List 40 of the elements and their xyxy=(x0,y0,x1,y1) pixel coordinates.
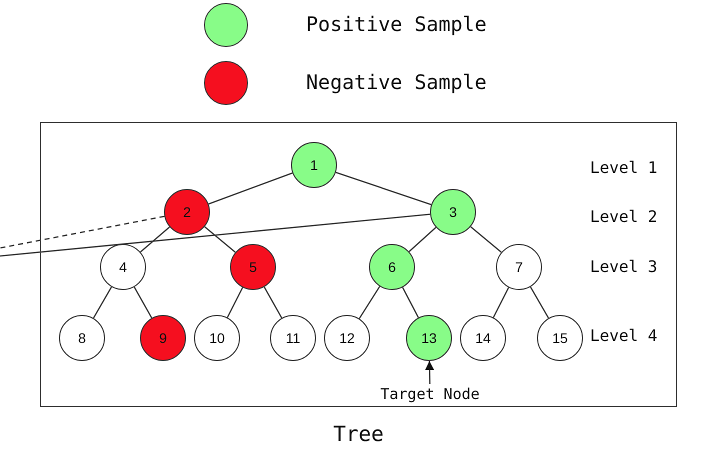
connector-line xyxy=(408,226,436,252)
tree-caption: Tree xyxy=(332,422,385,446)
legend-label: Negative Sample xyxy=(306,70,487,94)
tree-node-circle: 6 xyxy=(369,244,415,290)
connector-line xyxy=(358,286,380,319)
level-label: Level 2 xyxy=(590,207,658,226)
connector-line xyxy=(226,287,244,318)
tree-node-circle: 11 xyxy=(270,315,316,361)
connector-line xyxy=(492,287,510,318)
connector-line xyxy=(0,214,430,257)
tree-node-circle: 12 xyxy=(324,315,370,361)
tree-node-circle: 10 xyxy=(194,315,240,361)
level-label: Level 3 xyxy=(590,257,658,276)
connector-line xyxy=(140,226,170,252)
legend-label: Positive Sample xyxy=(306,12,487,36)
tree-node-circle: 3 xyxy=(430,189,476,235)
connector-line xyxy=(530,286,550,318)
tree-node-circle: 15 xyxy=(537,315,583,361)
connector-line xyxy=(134,286,152,318)
tree-node-circle: 4 xyxy=(100,244,146,290)
connector-line xyxy=(0,216,165,249)
tree-node-circle: 14 xyxy=(460,315,506,361)
connector-line xyxy=(336,172,432,206)
tree-node-circle: 9 xyxy=(140,315,186,361)
tree-node-circle: 1 xyxy=(291,142,337,188)
connector-line xyxy=(402,287,419,318)
tree-node-circle: 2 xyxy=(164,189,210,235)
target-node-label: Target Node xyxy=(372,384,488,404)
connector-line xyxy=(208,172,293,205)
level-label: Level 1 xyxy=(590,158,658,177)
connector-line xyxy=(264,286,282,318)
tree-node-circle: 7 xyxy=(496,244,542,290)
level-label: Level 4 xyxy=(590,326,658,345)
tree-node-circle: 8 xyxy=(59,315,105,361)
arrow xyxy=(425,360,434,384)
tree-node-circle: 13 xyxy=(406,315,452,361)
tree-node-circle: 5 xyxy=(230,244,276,290)
connector-line xyxy=(470,226,502,253)
connector-line xyxy=(204,226,236,253)
connector-line xyxy=(92,286,112,318)
